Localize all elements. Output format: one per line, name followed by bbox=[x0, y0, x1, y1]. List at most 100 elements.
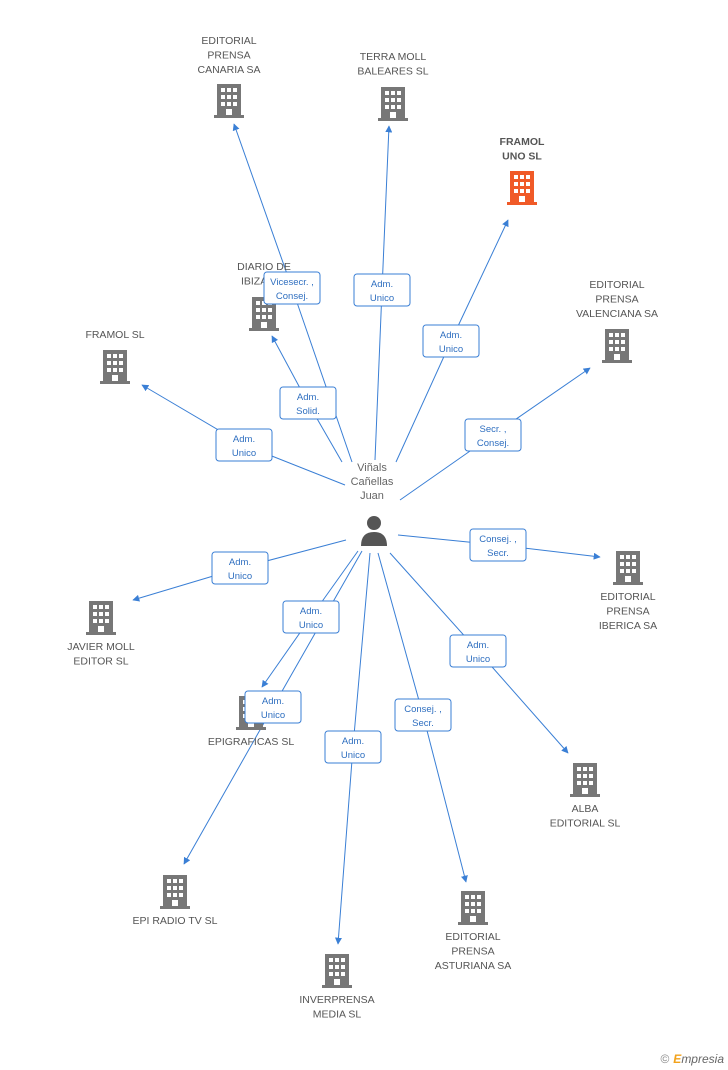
role-label-line: Adm. bbox=[342, 736, 364, 747]
role-label-line: Adm. bbox=[233, 434, 255, 445]
role-box-editorial-prensa-valenciana[interactable]: Secr. , Consej. bbox=[464, 418, 522, 452]
company-label-line: JAVIER MOLL bbox=[67, 641, 135, 653]
role-label-line: Unico bbox=[232, 448, 256, 459]
role-label-line: Secr. , bbox=[480, 424, 507, 435]
company-label-line: EDITORIAL bbox=[201, 35, 256, 47]
role-box-frame bbox=[422, 324, 480, 358]
company-node-epi-radio-tv[interactable]: EPI RADIO TV SL bbox=[133, 875, 218, 927]
role-box-inverprensa-media[interactable]: Adm. Unico bbox=[324, 730, 382, 764]
role-box-frame bbox=[282, 600, 340, 634]
company-node-epigraficas[interactable]: EPIGRAFICAS SL bbox=[208, 696, 295, 748]
company-label-line: BALEARES SL bbox=[357, 66, 428, 78]
role-label-line: Secr. bbox=[412, 718, 434, 729]
role-label-line: Adm. bbox=[440, 330, 462, 341]
role-box-frame bbox=[449, 634, 507, 668]
company-label-line: EPI RADIO TV SL bbox=[133, 915, 218, 927]
role-box-frame bbox=[394, 698, 452, 732]
role-box-editorial-prensa-asturiana[interactable]: Consej. , Secr. bbox=[394, 698, 452, 732]
role-label-line: Consej. , bbox=[404, 704, 442, 715]
role-box-frame bbox=[464, 418, 522, 452]
company-label-line: FRAMOL SL bbox=[85, 329, 144, 341]
role-box-javier-moll-editor[interactable]: Adm. Unico bbox=[211, 551, 269, 585]
role-label-line: Secr. bbox=[487, 548, 509, 559]
role-box-frame bbox=[215, 428, 273, 462]
company-node-editorial-prensa-canaria[interactable]: EDITORIAL PRENSA CANARIA SA bbox=[197, 35, 261, 118]
company-label-line: EDITORIAL bbox=[445, 931, 500, 943]
role-label-line: Adm. bbox=[229, 557, 251, 568]
company-label-line: PRENSA bbox=[451, 946, 494, 958]
building-icon bbox=[613, 551, 643, 585]
role-box-frame bbox=[353, 273, 411, 307]
role-label-line: Adm. bbox=[467, 640, 489, 651]
building-icon bbox=[160, 875, 190, 909]
building-icon bbox=[507, 171, 537, 205]
role-box-editorial-prensa-canaria[interactable]: Vicesecr. , Consej. bbox=[263, 271, 321, 305]
company-node-editorial-prensa-valenciana[interactable]: EDITORIAL PRENSA VALENCIANA SA bbox=[576, 279, 658, 363]
role-label-line: Unico bbox=[341, 750, 365, 761]
building-icon bbox=[86, 601, 116, 635]
company-label-line: CANARIA SA bbox=[197, 64, 260, 76]
footer-brand: © Empresia bbox=[660, 1052, 724, 1066]
role-box-editorial-prensa-iberica[interactable]: Consej. , Secr. bbox=[469, 528, 527, 562]
role-label-line: Consej. bbox=[276, 291, 308, 302]
role-label-line: Unico bbox=[261, 710, 285, 721]
role-box-frame bbox=[211, 551, 269, 585]
role-box-frame bbox=[244, 690, 302, 724]
company-label-line: INVERPRENSA bbox=[299, 994, 374, 1006]
company-node-framol[interactable]: FRAMOL SL bbox=[85, 329, 145, 384]
role-box-frame bbox=[279, 386, 337, 420]
company-label-line: VALENCIANA SA bbox=[576, 308, 658, 320]
role-label-line: Adm. bbox=[297, 392, 319, 403]
role-label-line: Unico bbox=[466, 654, 490, 665]
role-label-line: Adm. bbox=[262, 696, 284, 707]
company-label-line: PRENSA bbox=[595, 294, 638, 306]
company-node-javier-moll-editor[interactable]: JAVIER MOLL EDITOR SL bbox=[67, 601, 135, 668]
role-label-line: Consej. bbox=[477, 438, 509, 449]
company-label-line: TERRA MOLL bbox=[360, 51, 427, 63]
company-node-terra-moll-baleares[interactable]: TERRA MOLL BALEARES SL bbox=[357, 51, 429, 121]
role-box-diario-de-ibiza[interactable]: Adm.Solid. bbox=[279, 386, 337, 420]
role-box-terra-moll-baleares[interactable]: Adm.Unico bbox=[353, 273, 411, 307]
company-label-line: EDITORIAL SL bbox=[550, 818, 621, 830]
role-label-line: Consej. , bbox=[479, 534, 517, 545]
brand-logo: Empresia bbox=[673, 1052, 724, 1066]
company-label-line: EDITORIAL bbox=[589, 279, 644, 291]
company-label-line: PRENSA bbox=[207, 50, 250, 62]
role-box-frame bbox=[469, 528, 527, 562]
company-node-alba-editorial[interactable]: ALBA EDITORIAL SL bbox=[550, 763, 621, 830]
role-box-epi-radio-tv[interactable]: Adm. Unico bbox=[244, 690, 302, 724]
building-icon bbox=[100, 350, 130, 384]
role-label-line: Vicesecr. , bbox=[270, 277, 314, 288]
role-box-frame bbox=[263, 271, 321, 305]
role-label-line: Unico bbox=[299, 620, 323, 631]
building-icon bbox=[322, 954, 352, 988]
building-icon bbox=[214, 84, 244, 118]
role-label-line: Unico bbox=[228, 571, 252, 582]
role-label-line: Adm. bbox=[371, 279, 393, 290]
role-box-framol-uno[interactable]: Adm.Unico bbox=[422, 324, 480, 358]
building-icon bbox=[378, 87, 408, 121]
role-box-alba-editorial[interactable]: Adm. Unico bbox=[449, 634, 507, 668]
role-box-framol[interactable]: Adm. Unico bbox=[215, 428, 273, 462]
company-label-line: UNO SL bbox=[502, 151, 542, 163]
copyright-icon: © bbox=[660, 1052, 670, 1066]
company-label-line: PRENSA bbox=[606, 606, 649, 618]
role-box-frame bbox=[324, 730, 382, 764]
person-label-line: Cañellas bbox=[351, 476, 394, 488]
company-label-line: MEDIA SL bbox=[313, 1009, 362, 1021]
company-label-line: ALBA bbox=[572, 803, 599, 815]
company-label-line: DIARIO DE bbox=[237, 261, 291, 273]
company-label-line: EDITOR SL bbox=[73, 656, 128, 668]
role-label-line: Adm. bbox=[300, 606, 322, 617]
company-node-inverprensa-media[interactable]: INVERPRENSA MEDIA SL bbox=[299, 954, 375, 1021]
role-box-epigraficas[interactable]: Adm. Unico bbox=[282, 600, 340, 634]
building-icon bbox=[570, 763, 600, 797]
person-label-line: Viñals bbox=[357, 462, 387, 474]
building-icon bbox=[602, 329, 632, 363]
person-label-line: Juan bbox=[360, 490, 384, 502]
